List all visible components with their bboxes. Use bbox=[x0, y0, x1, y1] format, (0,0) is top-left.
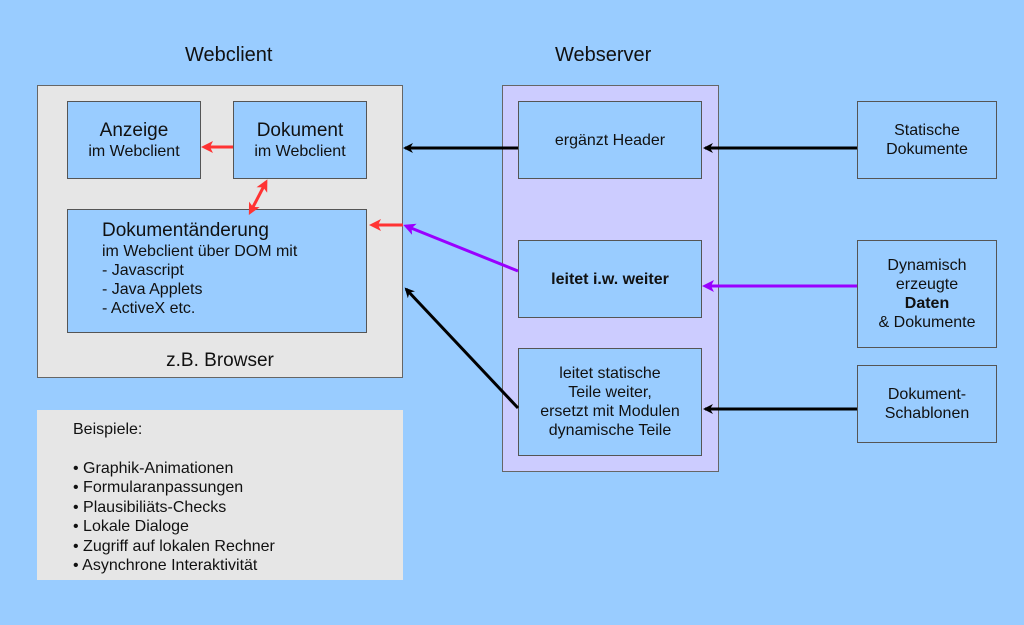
static-line-2: Dokumente bbox=[886, 141, 968, 158]
templates-line-1: Dokument- bbox=[887, 386, 967, 403]
template-line-1: leitet statische bbox=[559, 365, 661, 382]
webclient-title: Webclient bbox=[185, 44, 273, 66]
dokument-box: Dokument im Webclient bbox=[233, 101, 367, 179]
dokumentaenderung-box: Dokumentänderung im Webclient über DOM m… bbox=[67, 209, 367, 333]
dynamic-data-box: Dynamisch erzeugte Daten & Dokumente bbox=[857, 240, 997, 348]
template-line-2: Teile weiter, bbox=[568, 384, 652, 401]
aenderung-title: Dokumentänderung bbox=[102, 220, 269, 241]
header-box-label: ergänzt Header bbox=[554, 131, 666, 149]
arrow-processing-to-client bbox=[404, 287, 520, 410]
example-item: • Lokale Dialoge bbox=[73, 518, 189, 535]
aenderung-item-javascript: - Javascript bbox=[102, 262, 184, 279]
example-item: • Zugriff auf lokalen Rechner bbox=[73, 537, 275, 555]
example-item: • Graphik-Animationen bbox=[73, 459, 234, 477]
dynamic-line-4: & Dokumente bbox=[878, 314, 976, 331]
static-line-1: Statische bbox=[894, 122, 960, 139]
static-documents-box: Statische Dokumente bbox=[857, 101, 997, 179]
template-line-4: dynamische Teile bbox=[548, 422, 672, 439]
anzeige-title: Anzeige bbox=[99, 119, 169, 141]
webserver-title: Webserver bbox=[555, 44, 652, 66]
examples-heading: Beispiele: bbox=[73, 421, 143, 438]
anzeige-box: Anzeige im Webclient bbox=[67, 101, 201, 179]
anzeige-subtitle: im Webclient bbox=[88, 142, 180, 160]
document-templates-box: Dokument- Schablonen bbox=[857, 365, 997, 443]
example-item: • Plausibiliäts-Checks bbox=[73, 498, 227, 516]
arrow-forward-to-client bbox=[403, 223, 519, 273]
aenderung-item-applets: - Java Applets bbox=[102, 281, 203, 298]
arrow-dokument-aenderung-bidirectional bbox=[248, 179, 268, 215]
header-box: ergänzt Header bbox=[518, 101, 702, 179]
template-line-3: ersetzt mit Modulen bbox=[540, 403, 680, 420]
forward-box: leitet i.w. weiter bbox=[518, 240, 702, 318]
aenderung-subtitle: im Webclient über DOM mit bbox=[102, 243, 298, 260]
dokument-subtitle: im Webclient bbox=[254, 142, 346, 160]
examples-list: • Graphik-Animationen • Formularanpassun… bbox=[73, 459, 403, 576]
dynamic-line-2: erzeugte bbox=[895, 276, 959, 293]
forward-box-label: leitet i.w. weiter bbox=[551, 270, 669, 288]
example-item: • Asynchrone Interaktivität bbox=[73, 557, 258, 574]
dynamic-line-1: Dynamisch bbox=[887, 257, 967, 274]
dynamic-line-3: Daten bbox=[904, 295, 950, 312]
browser-label: z.B. Browser bbox=[166, 350, 274, 371]
example-item: • Formularanpassungen bbox=[73, 479, 244, 496]
dokument-title: Dokument bbox=[256, 119, 344, 141]
aenderung-item-activex: - ActiveX etc. bbox=[102, 300, 196, 317]
examples-box: Beispiele: • Graphik-Animationen • Formu… bbox=[37, 410, 403, 580]
templates-line-2: Schablonen bbox=[884, 405, 970, 422]
template-processing-box: leitet statische Teile weiter, ersetzt m… bbox=[518, 348, 702, 456]
